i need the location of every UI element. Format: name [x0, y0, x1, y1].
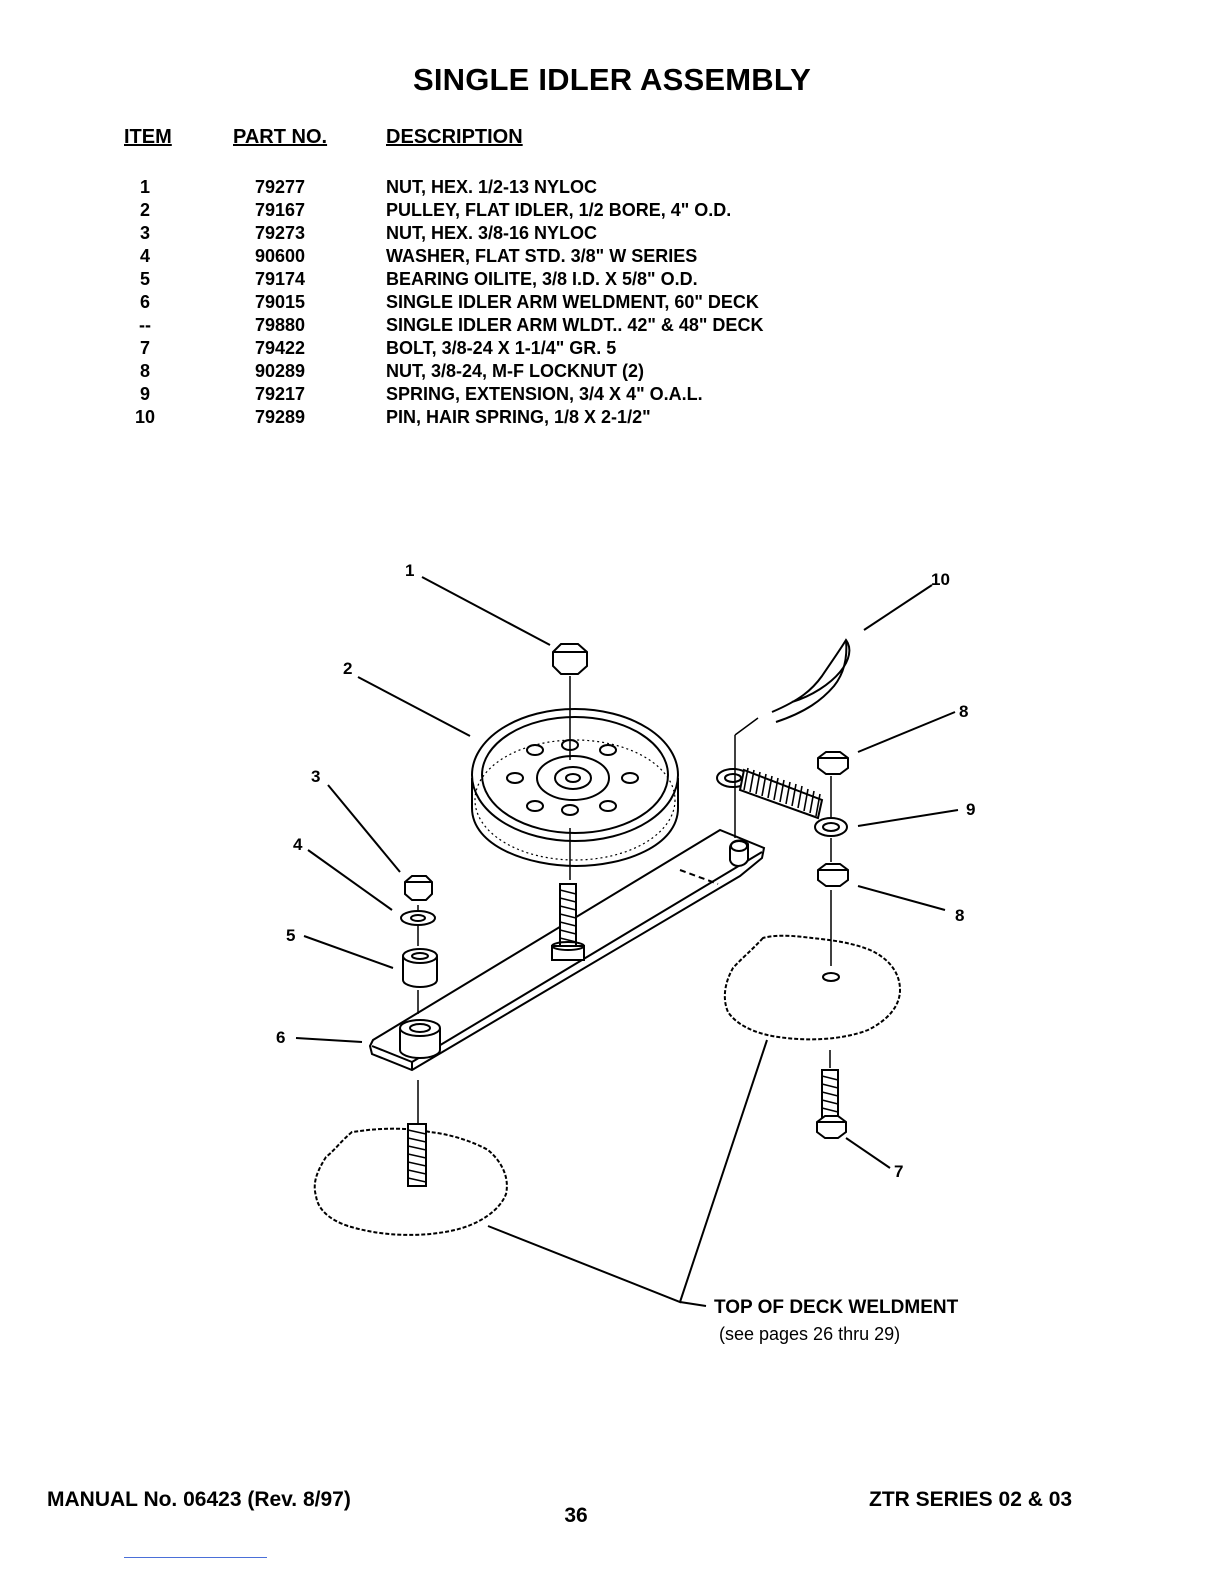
- locknut-lower: [817, 863, 849, 887]
- callout-numbers: 1 2 3 4 5 6 7 8 8 9 10: [276, 561, 975, 1181]
- item-number: 1: [139, 177, 150, 197]
- item-number: 5: [139, 269, 150, 289]
- callout-3: 3: [311, 767, 320, 786]
- item-number: 8: [139, 361, 150, 381]
- deck-weldment-note: (see pages 26 thru 29): [719, 1324, 901, 1344]
- locknut-upper: [817, 751, 849, 775]
- callout-9: 9: [966, 800, 975, 819]
- hex-nut-3-8-16: [404, 875, 433, 901]
- deck-hole: [822, 972, 840, 982]
- part-number: 79422: [254, 338, 306, 358]
- column-header-description: DESCRIPTION: [386, 126, 523, 148]
- part-description: NUT, HEX. 1/2-13 NYLOC: [386, 177, 598, 197]
- deck-weldment-label: TOP OF DECK WELDMENT: [714, 1297, 959, 1318]
- callout-8-lower: 8: [955, 906, 964, 925]
- parts-row: 6 79015 SINGLE IDLER ARM WELDMENT, 60" D…: [0, 292, 1224, 315]
- parts-row: 7 79422 BOLT, 3/8-24 X 1-1/4" GR. 5: [0, 338, 1224, 361]
- part-number: 79880: [254, 315, 306, 335]
- column-header-part-no: PART NO.: [233, 126, 328, 148]
- deck-stud-left: [407, 1123, 427, 1187]
- manual-number: MANUAL No. 06423 (Rev. 8/97): [47, 1488, 351, 1511]
- footer-rule: [124, 1557, 267, 1558]
- callout-1: 1: [405, 561, 414, 580]
- callout-5: 5: [286, 926, 295, 945]
- part-description: WASHER, FLAT STD. 3/8" W SERIES: [386, 246, 698, 266]
- deck-patch-right: [723, 934, 902, 1041]
- parts-row: 2 79167 PULLEY, FLAT IDLER, 1/2 BORE, 4"…: [0, 200, 1224, 223]
- item-number: 9: [139, 384, 150, 404]
- series-label: ZTR SERIES 02 & 03: [869, 1488, 1073, 1511]
- spring-anchor-pin: [729, 839, 749, 867]
- part-description: SPRING, EXTENSION, 3/4 X 4" O.A.L.: [386, 384, 703, 404]
- part-description: NUT, HEX. 3/8-16 NYLOC: [386, 223, 598, 243]
- callout-6: 6: [276, 1028, 285, 1047]
- extension-spring: [716, 767, 848, 837]
- hex-nut-1-2-13: [552, 643, 588, 675]
- item-number: 3: [139, 223, 150, 243]
- callout-7: 7: [894, 1162, 903, 1181]
- column-header-item: ITEM: [124, 126, 172, 148]
- callout-2: 2: [343, 659, 352, 678]
- part-number: 90600: [254, 246, 306, 266]
- part-number: 79174: [254, 269, 306, 289]
- parts-row: 8 90289 NUT, 3/8-24, M-F LOCKNUT (2): [0, 361, 1224, 384]
- parts-row: 3 79273 NUT, HEX. 3/8-16 NYLOC: [0, 223, 1224, 246]
- hair-spring-pin: [771, 638, 851, 723]
- parts-row: 5 79174 BEARING OILITE, 3/8 I.D. X 5/8" …: [0, 269, 1224, 292]
- parts-row: -- 79880 SINGLE IDLER ARM WLDT.. 42" & 4…: [0, 315, 1224, 338]
- part-number: 79289: [254, 407, 306, 427]
- part-number: 79217: [254, 384, 306, 404]
- centerline-pin: [734, 717, 759, 838]
- part-description: BEARING OILITE, 3/8 I.D. X 5/8" O.D.: [386, 269, 698, 289]
- item-number: 4: [139, 246, 150, 266]
- callout-10: 10: [931, 570, 950, 589]
- parts-row: 9 79217 SPRING, EXTENSION, 3/4 X 4" O.A.…: [0, 384, 1224, 407]
- part-number: 79167: [254, 200, 306, 220]
- part-number: 90289: [254, 361, 306, 381]
- deck-patch-left: [313, 1127, 508, 1236]
- bearing-on-arm: [399, 1019, 441, 1059]
- part-description: SINGLE IDLER ARM WELDMENT, 60" DECK: [386, 292, 759, 312]
- hex-bolt-3-8-24: [816, 1069, 847, 1139]
- callout-8-upper: 8: [959, 702, 968, 721]
- page-number: 36: [564, 1504, 588, 1527]
- item-number: --: [139, 315, 151, 335]
- part-number: 79273: [254, 223, 306, 243]
- item-number: 10: [134, 407, 156, 427]
- item-number: 2: [139, 200, 150, 220]
- item-number: 6: [139, 292, 150, 312]
- part-description: PIN, HAIR SPRING, 1/8 X 2-1/2": [386, 407, 651, 427]
- flat-washer: [400, 910, 436, 926]
- part-description: SINGLE IDLER ARM WLDT.. 42" & 48" DECK: [386, 315, 764, 335]
- pulley-bolt: [551, 883, 585, 961]
- parts-row: 4 90600 WASHER, FLAT STD. 3/8" W SERIES: [0, 246, 1224, 269]
- callout-4: 4: [293, 835, 303, 854]
- part-description: BOLT, 3/8-24 X 1-1/4" GR. 5: [386, 338, 617, 358]
- part-description: PULLEY, FLAT IDLER, 1/2 BORE, 4" O.D.: [386, 200, 732, 220]
- parts-row: 1 79277 NUT, HEX. 1/2-13 NYLOC: [0, 177, 1224, 200]
- part-number: 79277: [254, 177, 306, 197]
- flat-idler-pulley: [471, 708, 679, 868]
- leader-lines: [295, 576, 959, 1307]
- item-number: 7: [139, 338, 150, 358]
- part-description: NUT, 3/8-24, M-F LOCKNUT (2): [386, 361, 645, 381]
- parts-row: 10 79289 PIN, HAIR SPRING, 1/8 X 2-1/2": [0, 407, 1224, 430]
- page-title: SINGLE IDLER ASSEMBLY: [412, 62, 812, 97]
- bearing-oilite: [402, 948, 438, 988]
- part-number: 79015: [254, 292, 306, 312]
